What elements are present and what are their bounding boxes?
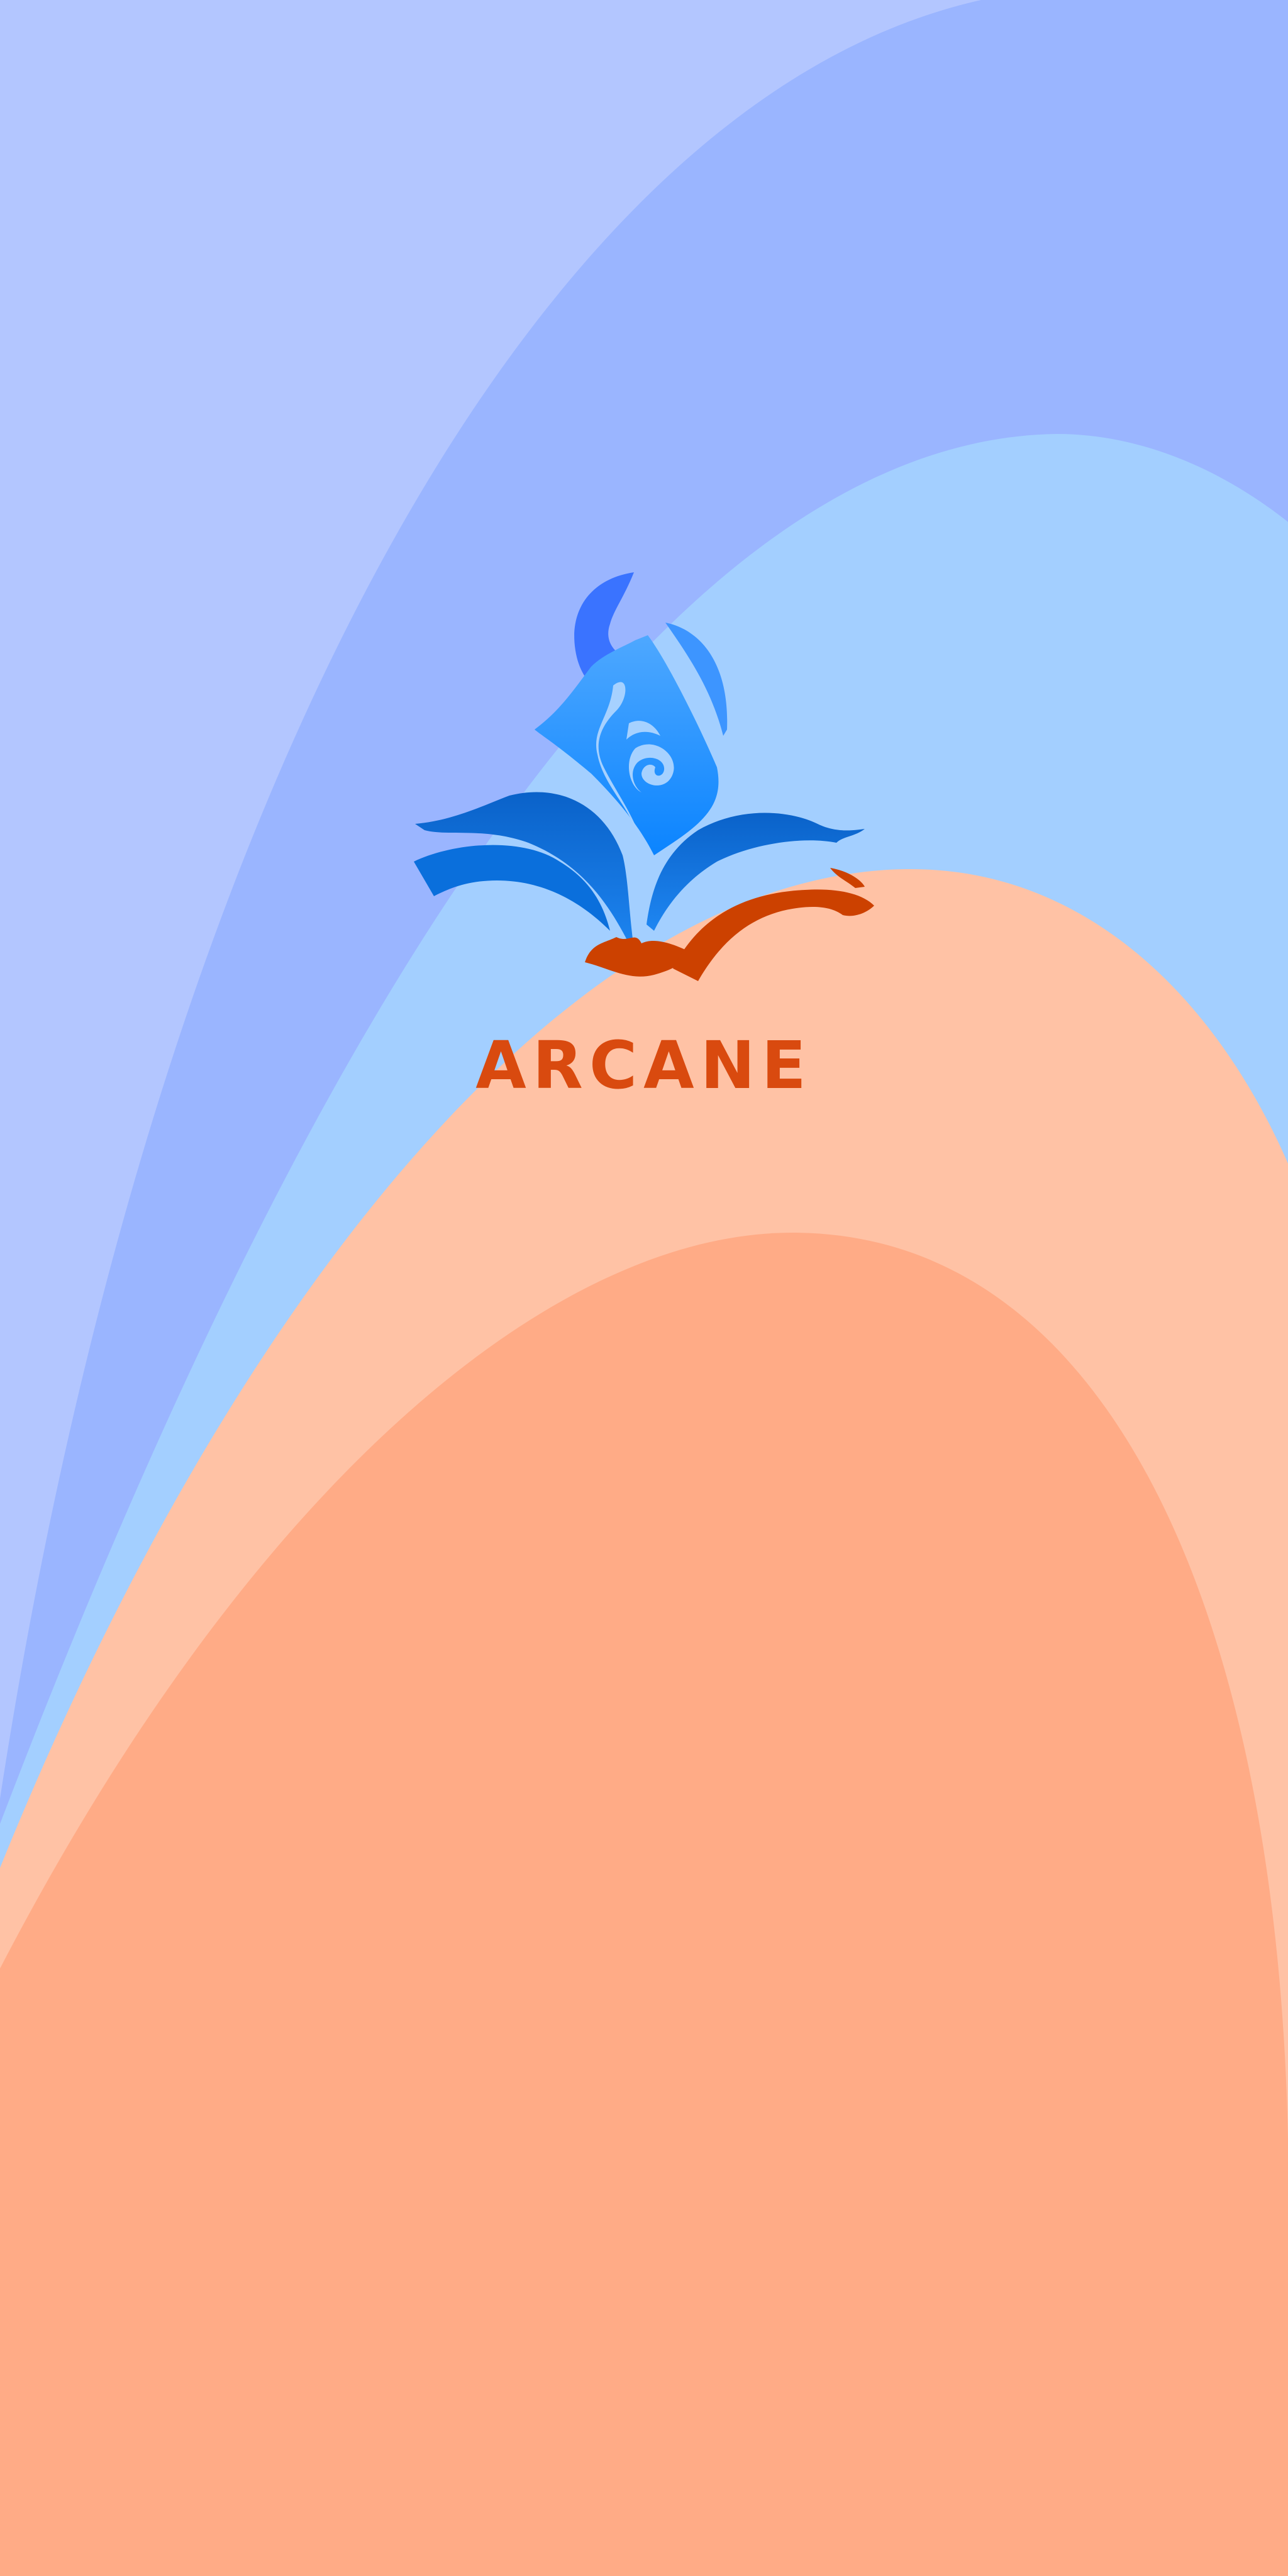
brand-wordmark: ARCANE bbox=[475, 1027, 812, 1104]
leaf-left-upper bbox=[415, 792, 635, 956]
leaf-left-outer bbox=[414, 845, 610, 931]
wave-peach bbox=[0, 1233, 1288, 2576]
flame-swirl bbox=[628, 744, 674, 792]
leaf-right-curl bbox=[830, 868, 865, 888]
leaf-right-upper bbox=[647, 813, 865, 931]
leaf-right-outer bbox=[673, 889, 874, 981]
lotus-base bbox=[585, 937, 692, 977]
arcane-logo: ARCANE bbox=[402, 566, 886, 1107]
flame-body bbox=[535, 635, 719, 855]
arcane-flame-lotus-icon: ARCANE bbox=[414, 572, 874, 1104]
flame-wisp-right bbox=[665, 623, 728, 736]
flame-tail bbox=[626, 721, 660, 740]
